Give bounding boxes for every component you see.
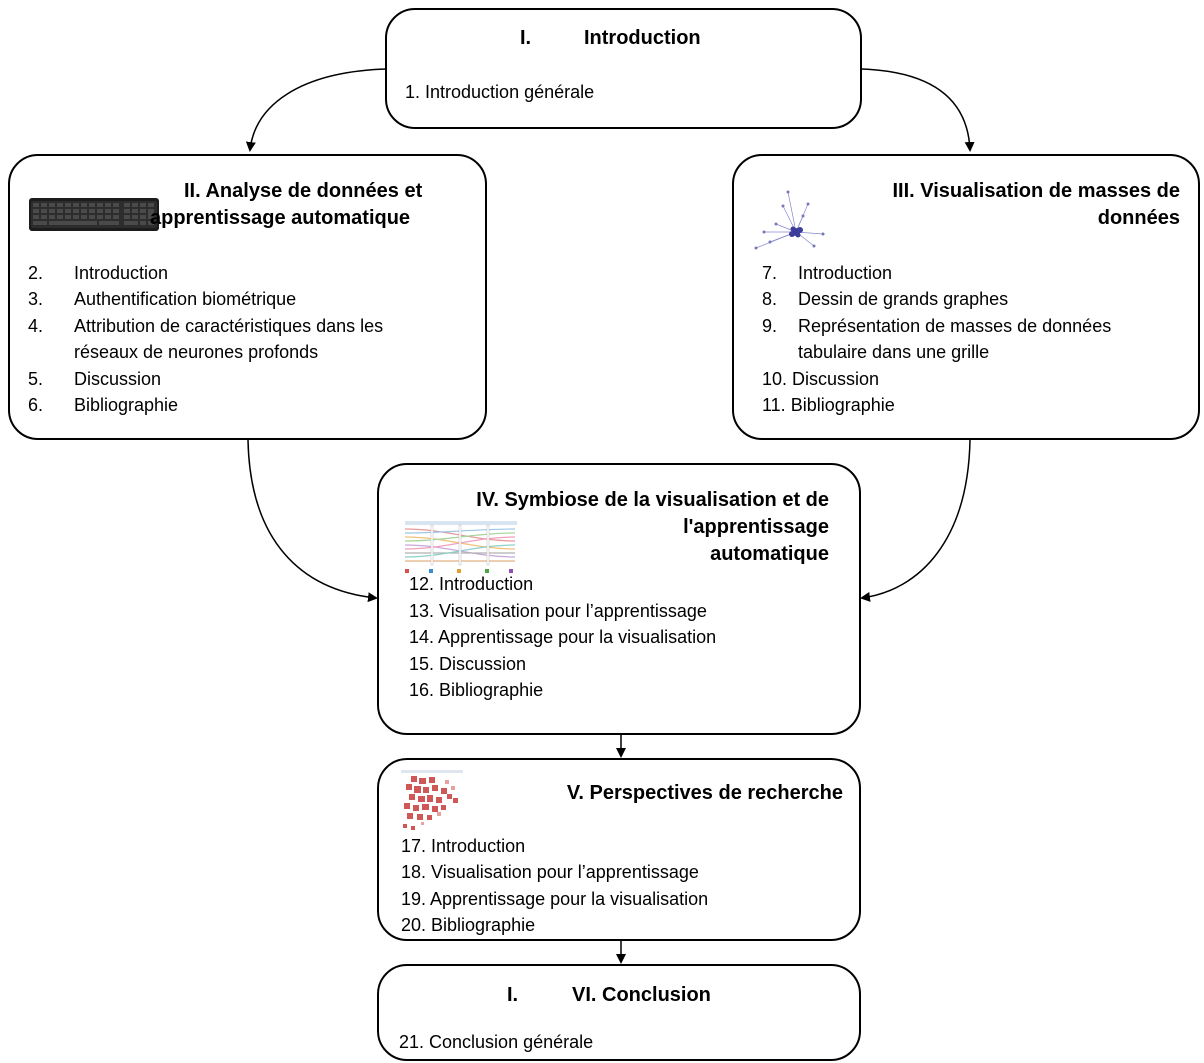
analyse-item-num: 2. (28, 263, 44, 283)
symbiose-title-line2: l'apprentissage (683, 516, 829, 538)
analyse-box: II. Analyse de données et apprentissage … (8, 154, 487, 440)
visualisation-item-num: 9. (762, 316, 778, 336)
analyse-item: réseaux de neurones profonds (74, 342, 319, 362)
visualisation-title-line1: III. Visualisation de masses de (892, 180, 1180, 202)
analyse-title-line2: apprentissage automatique (150, 207, 411, 229)
symbiose-item: 15. Discussion (409, 654, 527, 674)
perspectives-item: 19. Apprentissage pour la visualisation (401, 889, 709, 909)
parallel-coordinates-icon (405, 521, 517, 576)
visualisation-box: III. Visualisation de masses de données … (732, 154, 1200, 440)
visualisation-title-line2: données (1097, 207, 1180, 229)
symbiose-box: IV. Symbiose de la visualisation et de l… (377, 463, 861, 735)
graph-drawing-icon (748, 186, 828, 256)
analyse-item: Discussion (74, 369, 162, 389)
visualisation-item: 11. Bibliographie (762, 395, 895, 415)
analyse-item: Authentification biométrique (74, 289, 297, 309)
arrow-analyse-to-symbiose (247, 439, 378, 603)
introduction-title-number: I. (520, 27, 532, 49)
introduction-item: 1. Introduction générale (405, 82, 595, 102)
visualisation-item-num: 8. (762, 289, 778, 309)
analyse-item-num: 6. (28, 395, 44, 415)
visualisation-item: tabulaire dans une grille (798, 342, 990, 362)
visualisation-item: 10. Discussion (762, 369, 880, 389)
analyse-item-num: 3. (28, 289, 44, 309)
analyse-title-line1: II. Analyse de données et (184, 180, 423, 202)
symbiose-item: 14. Apprentissage pour la visualisation (409, 627, 717, 647)
conclusion-item: 21. Conclusion générale (399, 1032, 594, 1052)
visualisation-item: Introduction (798, 263, 893, 283)
analyse-item-num: 5. (28, 369, 44, 389)
analyse-item: Bibliographie (74, 395, 179, 415)
analyse-item-num: 4. (28, 316, 44, 336)
introduction-title: Introduction (584, 27, 701, 49)
symbiose-item: 12. Introduction (409, 574, 534, 594)
conclusion-title: VI. Conclusion (572, 984, 711, 1006)
conclusion-title-number: I. (507, 984, 519, 1006)
conclusion-box: I. VI. Conclusion 21. Conclusion général… (377, 964, 861, 1061)
symbiose-item: 16. Bibliographie (409, 680, 544, 700)
visualisation-item: Représentation de masses de données (798, 316, 1112, 336)
introduction-box: I. Introduction 1. Introduction générale (385, 8, 862, 129)
analyse-item: Attribution de caractéristiques dans les (74, 316, 384, 336)
arrow-intro-to-analyse (245, 68, 387, 152)
arrow-intro-to-visualisation (861, 68, 975, 152)
visualisation-item: Dessin de grands graphes (798, 289, 1009, 309)
keyboard-icon (28, 194, 160, 234)
analyse-item: Introduction (74, 263, 169, 283)
perspectives-item: 20. Bibliographie (401, 915, 536, 935)
symbiose-title-line3: automatique (710, 543, 829, 565)
perspectives-title: V. Perspectives de recherche (566, 782, 843, 804)
perspectives-box: V. Perspectives de recherche 17. Introdu… (377, 758, 861, 941)
arrow-visualisation-to-symbiose (860, 439, 971, 602)
visualisation-item-num: 7. (762, 263, 778, 283)
perspectives-item: 17. Introduction (401, 836, 526, 856)
symbiose-item: 13. Visualisation pour l’apprentissage (409, 601, 707, 621)
symbiose-title-line1: IV. Symbiose de la visualisation et de (476, 489, 829, 511)
grid-map-icon (401, 770, 463, 836)
perspectives-item: 18. Visualisation pour l’apprentissage (401, 862, 699, 882)
